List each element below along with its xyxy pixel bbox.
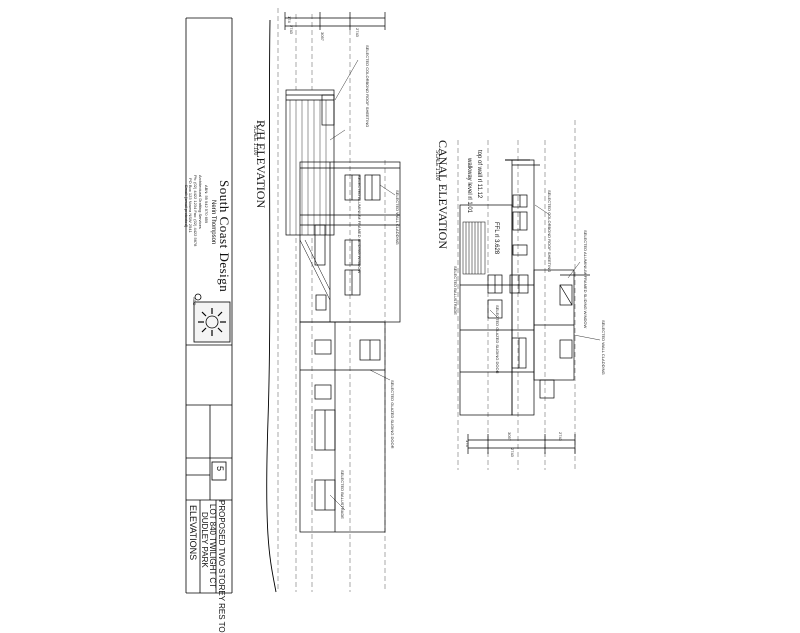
company-detail-2: Ph: (02) 4422 1234 Fax: (02) 4422 5678 (193, 175, 198, 247)
elevations-drawing (185, 8, 601, 594)
canal-ffl: FFL rl 3.628 (493, 222, 499, 255)
canal-note-window: SELECTED ALUMINIUM FRAMED SLIDING WINDOW (583, 230, 588, 329)
company-name: South Coast Design (217, 180, 232, 293)
project-title-3: DUDLEY PARK (200, 512, 209, 568)
canal-windows (487, 194, 573, 399)
canal-dim-4: 2743 (558, 432, 563, 441)
rh-elevation-scale: SCALE 1:100 (252, 125, 258, 156)
canal-note-roof: SELECTED COLORBOND ROOF SHEETING (547, 190, 552, 273)
sheet-title: ELEVATIONS (188, 505, 198, 561)
company-abn: ABN: 59 942 570 659 (204, 185, 209, 224)
canal-elevation-scale: SCALE 1:100 (434, 150, 440, 181)
company-detail-4: Email: [email protected] (184, 185, 189, 227)
rh-dim-1: 174 (287, 16, 292, 23)
rh-note-balustrade: SELECTED BALUSTRADE (340, 470, 345, 519)
canal-dim-3: 2743 (510, 448, 515, 457)
canal-elevation (457, 120, 601, 470)
canal-level-walkway: walkway level rl 1.01 (466, 158, 472, 214)
drawing-number: 5 (215, 466, 225, 472)
sheet-border (185, 17, 233, 594)
rh-dim-3: 3057 (320, 32, 325, 41)
project-title-1: PROPOSED TWO STOREY RES TO (217, 500, 226, 633)
rh-dim-4: 2743 (355, 28, 360, 37)
company-detail-1: Architectural Drafting Services (198, 175, 203, 229)
company-contact: Nerin Thompson (210, 200, 216, 245)
rh-note-window: SELECTED ALUMINIUM FRAMED SLIDING WINDOW (357, 175, 362, 274)
company-logo (193, 293, 231, 343)
rh-note-roof: SELECTED COLORBOND ROOF SHEETING (365, 45, 370, 128)
canal-dim-1: 174 (465, 440, 470, 447)
rh-note-door: SELECTED GLAZED SLIDING DOOR (390, 380, 395, 449)
logo-text: SCD (192, 297, 197, 306)
rh-windows (314, 174, 381, 511)
rh-dim-2: 2743 (289, 25, 294, 34)
canal-note-cladding: SELECTED WALL CLADDING (601, 320, 606, 375)
drawing-sheet: South Coast Design Nerin Thompson ABN: 5… (184, 8, 606, 633)
canal-balcony-hatch (462, 221, 486, 275)
rh-note-cladding: SELECTED WALL CLADDING (395, 190, 400, 245)
project-title-2: LOT 840 TWILIGHT CT (208, 504, 217, 589)
canal-level-top: top of wall rl 11.12 (476, 150, 482, 199)
canal-note-door: SELECTED GLAZED SLIDING DOOR (495, 305, 500, 374)
rh-elevation (266, 8, 401, 593)
canal-dim-2: 3057 (507, 432, 512, 441)
canal-note-balustrade: SELECTED BALUSTRADE (453, 266, 458, 315)
